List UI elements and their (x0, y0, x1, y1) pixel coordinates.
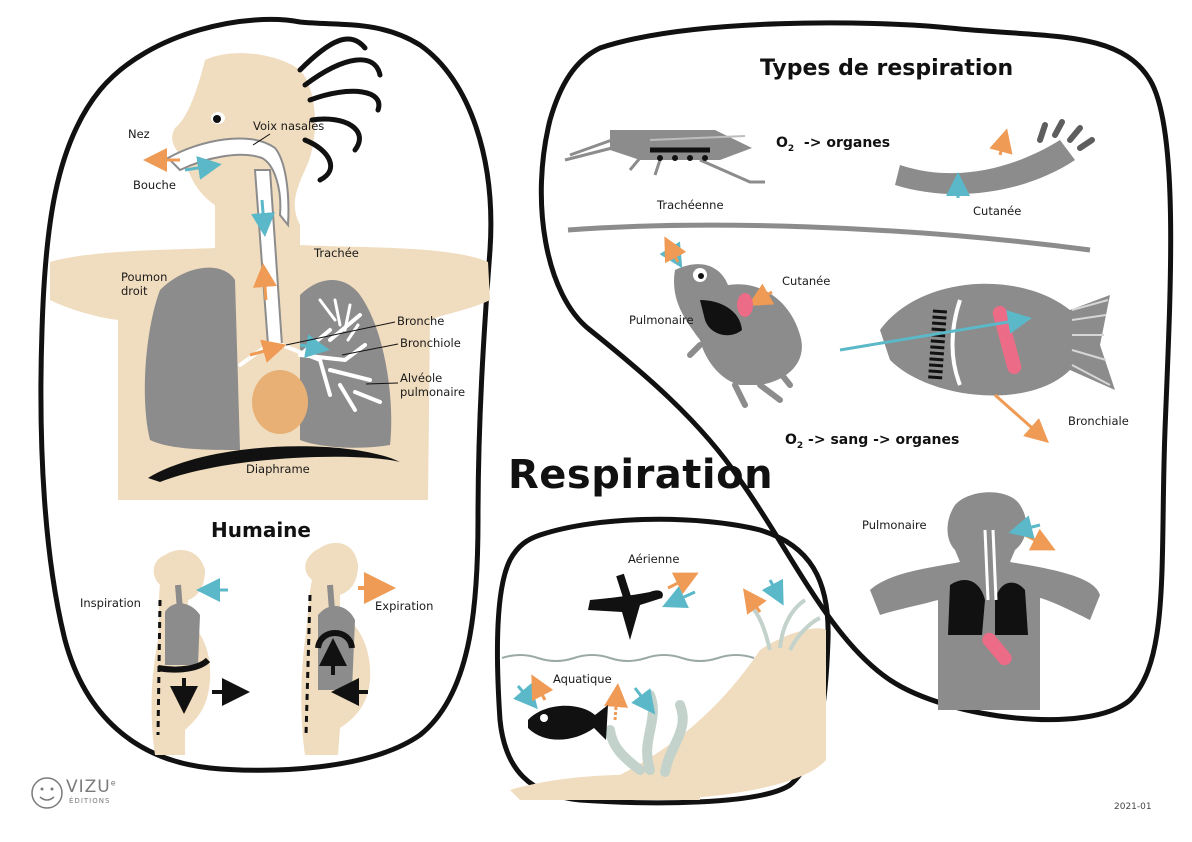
diaphragm (148, 446, 400, 482)
lung-right (144, 267, 240, 450)
edition-code: 2021-01 (1114, 802, 1152, 812)
label-expiration: Expiration (375, 599, 434, 613)
label-aerial: Aérienne (628, 552, 680, 566)
human-panel-outline (38, 16, 494, 773)
types-panel-title: Types de respiration (760, 56, 1014, 81)
inspiration-figure (151, 550, 250, 755)
logo-subtitle: ÉDITIONS (69, 797, 111, 805)
label-diaphragm: Diaphrame (246, 462, 310, 476)
label-cutaneous-worm: Cutanée (973, 204, 1022, 218)
label-aquatic: Aquatique (553, 672, 612, 686)
label-alveolus: Alvéole pulmonaire (400, 371, 466, 399)
heart (252, 370, 308, 434)
fish-large (839, 283, 1115, 443)
logo-wordmark: VIZUe (66, 777, 117, 797)
label-pulmonary-frog: Pulmonaire (629, 313, 694, 327)
label-nasal: Voix nasales (253, 119, 325, 133)
human-panel-title: Humaine (211, 518, 311, 542)
label-lung: Poumon droit (121, 270, 168, 298)
page-title: Respiration (508, 452, 774, 498)
label-trachea: Trachée (314, 246, 359, 260)
vizu-logo-icon (31, 777, 63, 809)
human-grey (870, 492, 1100, 710)
expiration-figure (301, 542, 396, 755)
label-branchial: Bronchiale (1068, 414, 1129, 428)
label-mouth: Bouche (133, 178, 176, 192)
grasshopper (564, 130, 765, 184)
label-leaders (252, 133, 399, 385)
label-nose: Nez (128, 127, 150, 141)
label-inspiration: Inspiration (80, 596, 141, 610)
lung-left (300, 280, 392, 448)
frog (659, 236, 802, 408)
label-tracheal: Trachéenne (657, 198, 724, 212)
label-bronchiole: Bronchiole (400, 336, 461, 350)
environment-panel-outline (494, 516, 831, 806)
label-bronchus: Bronche (397, 314, 445, 328)
earthworm (895, 119, 1095, 198)
formula-tracheal: O2 -> organes (776, 135, 891, 154)
types-panel-outline (538, 20, 1174, 723)
label-cutaneous-frog: Cutanée (782, 274, 831, 288)
formula-blood: O2 -> sang -> organes (785, 432, 960, 451)
airway (143, 137, 382, 412)
environment-scene (501, 572, 826, 800)
label-pulmonary-human: Pulmonaire (862, 518, 927, 532)
